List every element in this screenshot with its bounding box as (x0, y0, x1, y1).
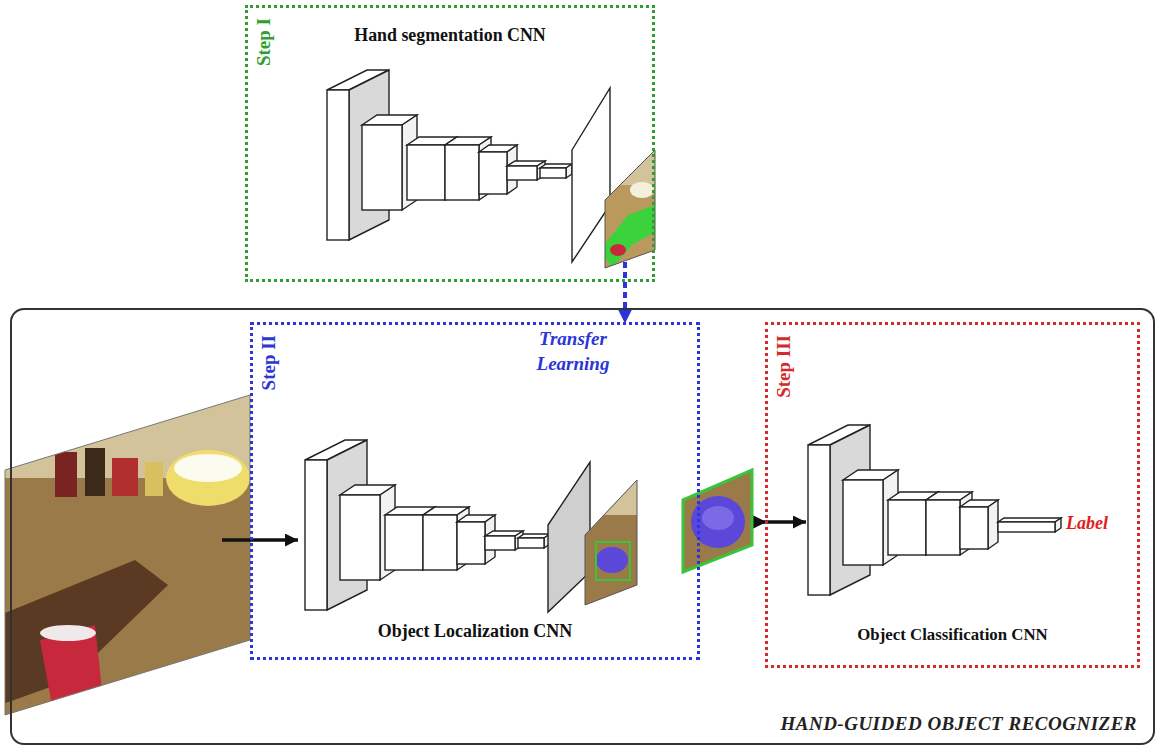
step-box: Step II Object Localization CNN (250, 322, 700, 660)
step-label: Step II (258, 335, 280, 390)
fully-connected-layer (1055, 518, 1061, 532)
input-frame (40, 625, 96, 641)
input-frame (0, 478, 255, 723)
input-frame-border (5, 395, 250, 715)
cnn-encoder (507, 161, 572, 180)
hand-mask-border (605, 150, 655, 268)
decoder-plane (572, 88, 610, 262)
step-box: Step IHand segmentation CNN (245, 5, 655, 282)
cnn-encoder (808, 425, 998, 595)
cropped-object (680, 465, 755, 575)
cnn-encoder (305, 440, 550, 610)
cropped-object (680, 465, 755, 575)
object-mask-output (596, 542, 630, 580)
transfer-stub (623, 262, 627, 281)
hand-mask-output (600, 205, 655, 268)
transfer-arrow (623, 282, 627, 322)
input-frame (112, 458, 138, 496)
module-title: Object Classification CNN (768, 625, 1137, 644)
cnn-encoder (305, 440, 495, 610)
input-frame (0, 390, 255, 723)
cnn-encoder (808, 425, 998, 595)
hand-mask-output (600, 145, 660, 275)
input-frame (166, 450, 250, 506)
output-label: Label (1066, 513, 1108, 534)
hand-mask-output (600, 145, 660, 185)
module-title: Hand segmentation CNN (248, 25, 652, 46)
object-mask-output (580, 475, 642, 515)
step-box: Step III Object Classification CNN (765, 322, 1140, 668)
fully-connected-layer (998, 518, 1061, 532)
object-mask-border (585, 480, 637, 605)
input-frame (40, 625, 102, 706)
cnn-encoder (485, 531, 550, 550)
input-frame (55, 452, 77, 497)
object-mask-output (580, 475, 642, 610)
crop-arrow (765, 520, 806, 524)
object-mask-output (580, 475, 642, 610)
system-title: HAND-GUIDED OBJECT RECOGNIZER (780, 713, 1137, 735)
input-frame (145, 462, 163, 496)
hand-mask-output (630, 182, 654, 198)
input-frame (174, 454, 242, 482)
cnn-encoder (327, 70, 572, 240)
cropped-object (702, 506, 734, 530)
step-label: Step III (773, 335, 795, 398)
input-frame (85, 448, 105, 496)
step-label: Step I (253, 18, 275, 66)
cropped-object-border (683, 470, 752, 572)
edge-label: Transfer Learning (527, 327, 619, 376)
hand-mask-output (610, 244, 626, 256)
input-frame (0, 560, 168, 705)
cnn-encoder (327, 70, 517, 240)
fully-connected-layer (998, 522, 1055, 532)
input-arrow (222, 538, 298, 542)
decoder-plane (548, 462, 590, 612)
module-title: Object Localization CNN (253, 621, 697, 642)
object-mask-output (596, 547, 628, 573)
hand-mask-output (600, 145, 660, 275)
